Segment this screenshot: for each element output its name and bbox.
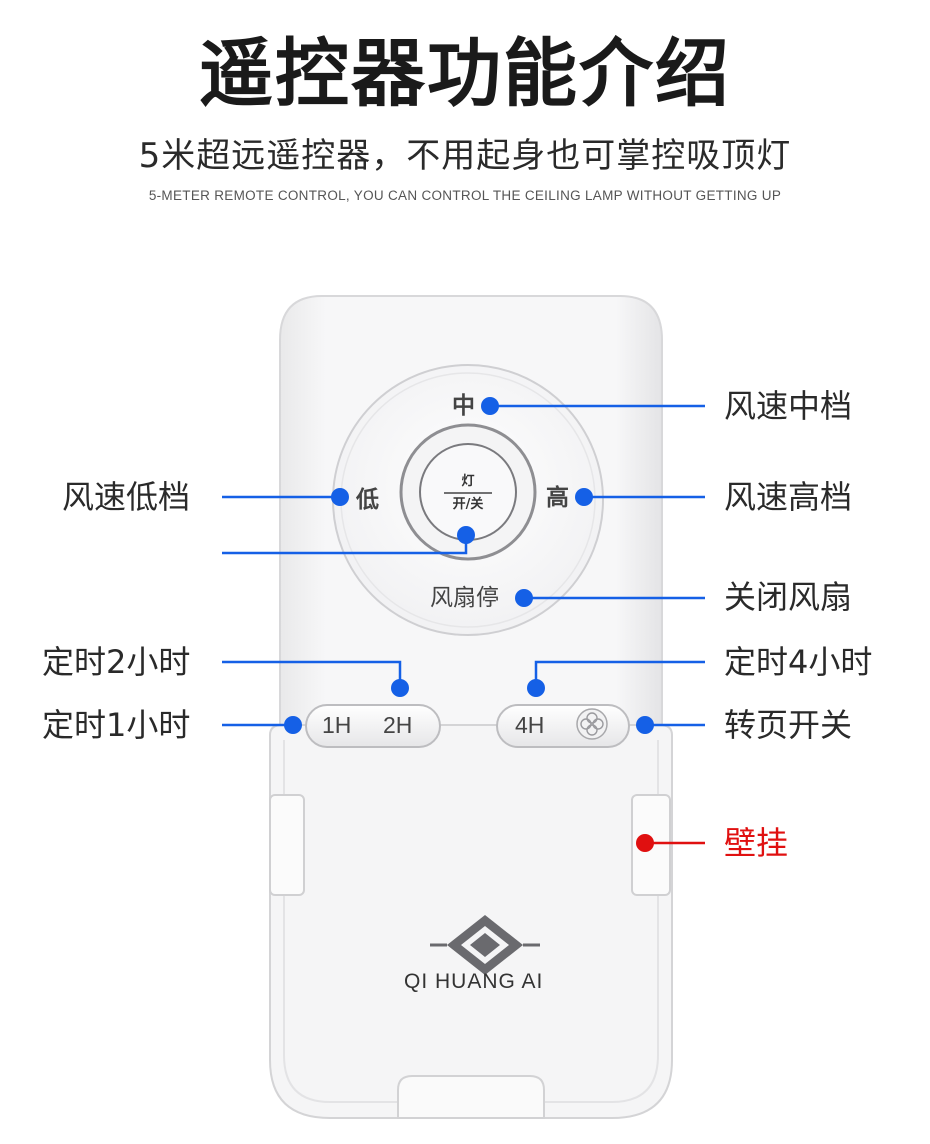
timer-left-pill (305, 704, 441, 748)
bottom-tab (397, 1075, 545, 1119)
brand-name: QI HUANG AI (404, 970, 544, 993)
lamp-label-bottom[interactable]: 开/关 (452, 497, 484, 512)
callout-fan-high: 风速高档 (724, 478, 853, 516)
callout-fan-low: 风速低档 (62, 478, 191, 516)
page-subtitle: 5米超远遥控器，不用起身也可掌控吸顶灯 (138, 136, 792, 176)
timer-2h-button[interactable]: 2H (383, 712, 413, 738)
callout-timer-1h: 定时1小时 (42, 706, 191, 744)
lamp-label-top: 灯 (461, 474, 475, 489)
callout-wall-mount: 壁挂 (724, 824, 789, 862)
wall-holder (269, 724, 673, 1119)
timer-4h-button[interactable]: 4H (515, 712, 545, 738)
dial-low-button[interactable]: 低 (356, 487, 379, 513)
lamp-button (419, 443, 517, 541)
callout-page-switch: 转页开关 (724, 706, 853, 744)
callout-fan-mid: 风速中档 (724, 387, 853, 425)
brand-logo-icon (430, 915, 540, 975)
page-subtitle-en: 5-METER REMOTE CONTROL, YOU CAN CONTROL … (148, 188, 782, 203)
dial-mid-button[interactable]: 中 (452, 393, 475, 419)
dial-high-button[interactable]: 高 (546, 485, 569, 511)
timer-1h-button[interactable]: 1H (322, 712, 352, 738)
page-title: 遥控器功能介绍 (199, 31, 731, 117)
callout-dots (284, 397, 654, 734)
page-flower-icon (576, 708, 608, 740)
callout-timer-4h: 定时4小时 (724, 643, 873, 681)
callout-fan-off: 关闭风扇 (724, 578, 853, 616)
dial-fan-off-button[interactable]: 风扇停 (430, 585, 499, 611)
callout-timer-2h: 定时2小时 (42, 643, 191, 681)
wall-mount-dot (636, 834, 654, 852)
left-clip (269, 794, 305, 896)
